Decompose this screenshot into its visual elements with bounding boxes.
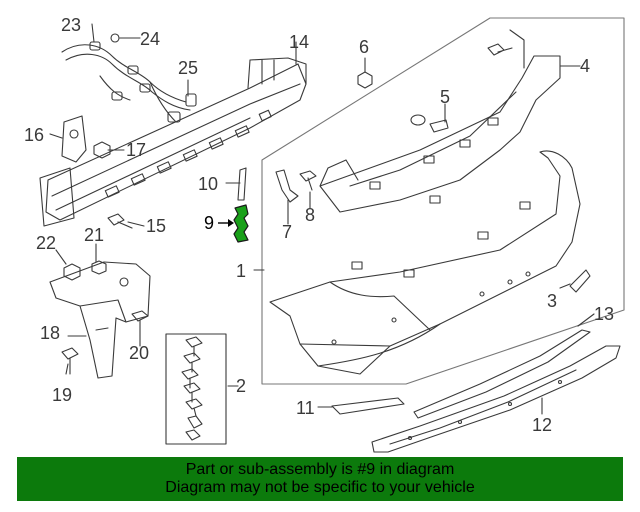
bolt-19: [61, 347, 79, 375]
callout-10: 10: [198, 174, 219, 194]
callout-8: 8: [305, 205, 316, 225]
bracket-16: [61, 115, 87, 163]
callout-7: 7: [282, 222, 293, 242]
fastener-set-2: [165, 333, 227, 445]
callout-21: 21: [84, 225, 105, 245]
highlighted-part-9: [218, 204, 249, 243]
callout-12: 12: [532, 415, 553, 435]
banner-line-2: Diagram may not be specific to your vehi…: [165, 479, 475, 496]
callout-24: 24: [140, 29, 161, 49]
callout-22: 22: [36, 233, 57, 253]
callout-23: 23: [61, 15, 82, 35]
mounting-bracket-4: [319, 29, 561, 213]
molding-11: [331, 397, 405, 415]
bolt-20: [131, 310, 149, 337]
callout-9: 9: [204, 213, 215, 233]
callout-18: 18: [40, 323, 61, 343]
nut-6: [357, 71, 373, 89]
callout-11: 11: [296, 398, 315, 418]
nut-21: [91, 260, 107, 275]
side-bracket-18: [49, 261, 151, 379]
callout-4: 4: [580, 56, 591, 76]
bracket-7: [275, 169, 299, 203]
bolt-8: [299, 170, 317, 191]
bolt-15: [107, 213, 133, 229]
banner-line-1: Part or sub-assembly is #9 in diagram: [185, 461, 455, 478]
callout-19: 19: [52, 385, 73, 405]
callout-1: 1: [236, 261, 247, 281]
impact-bar: [39, 57, 307, 227]
callout-17: 17: [126, 140, 147, 160]
bumper-cover-1: [269, 150, 581, 375]
clip-5: [429, 119, 449, 133]
callout-5: 5: [440, 87, 451, 107]
callout-14: 14: [289, 32, 310, 52]
bumper-cover-panel: [261, 17, 625, 385]
reflector-3: [569, 269, 591, 293]
info-banner: Part or sub-assembly is #9 in diagram Di…: [17, 457, 623, 501]
wiring-harness: [61, 33, 197, 123]
spoiler-12: [371, 345, 621, 453]
callout-2: 2: [236, 376, 247, 396]
nut-22: [63, 263, 81, 281]
callout-20: 20: [129, 343, 150, 363]
callout-25: 25: [178, 58, 199, 78]
callout-16: 16: [24, 125, 45, 145]
trim-13: [413, 329, 591, 419]
callout-15: 15: [146, 216, 167, 236]
nut-17: [93, 141, 111, 159]
callout-3: 3: [547, 291, 558, 311]
callout-6: 6: [359, 37, 370, 57]
callout-13: 13: [594, 304, 615, 324]
leader-lines: [49, 23, 595, 415]
bracket-10: [237, 167, 247, 201]
